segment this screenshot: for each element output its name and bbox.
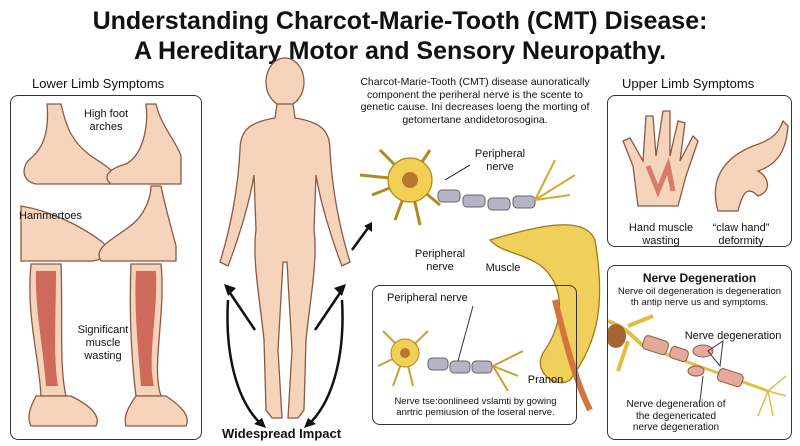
label-muscle: Muscle: [485, 262, 521, 274]
label-high-foot-arches: High foot arches: [83, 108, 129, 133]
foot-high-arch-left: [23, 103, 116, 185]
label-nerve-degeneration-top: Nerve degeneration: [684, 330, 782, 342]
foot-hammertoes-left: [20, 205, 107, 262]
inset-label-pranon: Pranon: [527, 374, 564, 386]
degenerating-nerve-illustration: [608, 314, 787, 417]
intro-paragraph: Charcot-Marie-Tooth (CMT) disease aunora…: [360, 76, 590, 126]
lower-limb-heading: Lower Limb Symptoms: [32, 76, 165, 91]
foot-hammertoes-right: [98, 185, 177, 262]
title-line-1: Understanding Charcot-Marie-Tooth (CMT) …: [92, 7, 708, 35]
upper-limb-heading: Upper Limb Symptoms: [622, 76, 755, 91]
feet-and-legs-illustration: [20, 103, 188, 427]
label-hand-muscle-wasting: Hand muscle wasting: [628, 222, 694, 247]
label-claw-hand: “claw hand” deformity: [712, 222, 770, 247]
degeneration-heading: Nerve Degeneration: [642, 271, 757, 285]
inset-caption: Nerve tse:oonlineed vslamti by gowing an…: [394, 396, 557, 418]
wasted-muscle: [35, 271, 157, 386]
nerve-degeneration-panel: Nerve Degeneration Nerve oil degeneratio…: [607, 265, 792, 440]
lower-limb-panel: High foot arches Hammertoes Significant …: [10, 95, 202, 440]
title-line-2: A Hereditary Motor and Sensory Neuropath…: [133, 37, 667, 65]
label-hammertoes: Hammertoes: [19, 210, 82, 222]
upper-limb-panel: Hand muscle wasting “claw hand” deformit…: [607, 95, 792, 247]
foot-high-arch-right: [106, 103, 182, 185]
hand-wasting: [622, 110, 699, 207]
inset-panel: Peripheral nerve Pranon Nerve tse:oonlin…: [372, 285, 577, 425]
label-muscle-wasting: Significant muscle wasting: [77, 324, 129, 362]
degeneration-description: Nerve oil degeneration is degeneration t…: [617, 286, 782, 308]
arrowheads: [224, 222, 372, 428]
claw-hand: [714, 119, 789, 212]
widespread-impact-caption: Widespread Impact: [222, 426, 342, 441]
inset-label-peripheral-nerve: Peripheral nerve: [387, 292, 468, 304]
label-nerve-degeneration-bottom: Nerve degeneration of the degenericated …: [626, 399, 726, 433]
label-peripheral-nerve-top: Peripheral nerve: [474, 148, 526, 173]
inset-neuron-illustration: [377, 305, 524, 392]
hands-illustration: [622, 110, 789, 212]
label-peripheral-nerve-left: Peripheral nerve: [414, 248, 466, 273]
impact-arrows: [226, 227, 370, 426]
